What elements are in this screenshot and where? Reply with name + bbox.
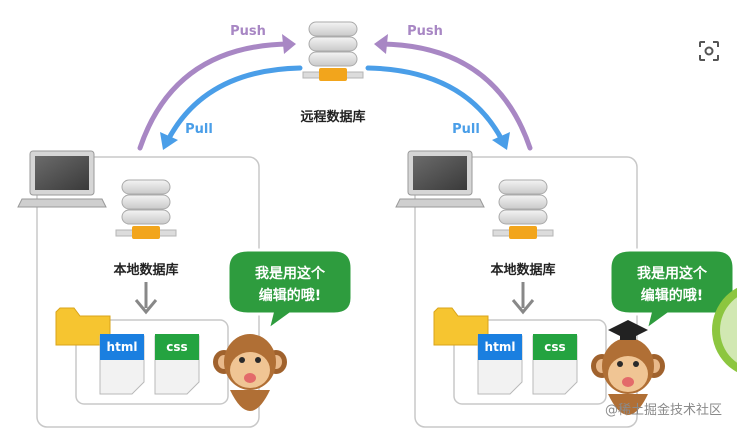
- push-arrow-left: [137, 34, 296, 151]
- left-bubble-line2: 编辑的哦!: [259, 287, 321, 304]
- pull-label-right: Pull: [452, 122, 480, 137]
- left-monkey-mascot-icon: [213, 334, 287, 411]
- right-monkey-mascot-icon: [591, 320, 665, 415]
- right-folder-icon: [433, 307, 489, 346]
- right-down-arrow-icon: [511, 282, 535, 315]
- pull-label-left: Pull: [185, 122, 213, 137]
- left-css-file-label: css: [166, 340, 187, 354]
- left-laptop-icon: [17, 150, 107, 208]
- left-folder-icon: [55, 307, 111, 346]
- scan-icon[interactable]: [696, 38, 722, 64]
- left-local-database-icon: [115, 179, 177, 240]
- remote-repo-label: 远程数据库: [300, 109, 365, 125]
- right-local-repo-label: 本地数据库: [490, 262, 555, 278]
- left-speech-bubble: [226, 248, 354, 334]
- right-bubble-line2: 编辑的哦!: [641, 287, 703, 304]
- push-label-left: Push: [230, 24, 266, 39]
- push-label-right: Push: [407, 24, 443, 39]
- right-html-file-label: html: [485, 340, 516, 354]
- left-local-repo-label: 本地数据库: [113, 262, 178, 278]
- right-laptop-icon: [395, 150, 485, 208]
- left-bubble-line1: 我是用这个: [255, 265, 326, 282]
- left-down-arrow-icon: [134, 282, 158, 315]
- right-html-file-icon: [477, 334, 523, 395]
- watermark: @稀土掘金技术社区: [605, 402, 722, 418]
- green-circle-decoration: [712, 287, 737, 373]
- pull-arrow-left: [160, 65, 303, 150]
- right-bubble-line1: 我是用这个: [637, 265, 708, 282]
- right-local-database-icon: [492, 179, 554, 240]
- left-css-file-icon: [154, 334, 200, 395]
- left-html-file-icon: [99, 334, 145, 395]
- pull-arrow-right: [365, 65, 510, 150]
- push-arrow-right: [374, 34, 533, 151]
- left-html-file-label: html: [107, 340, 138, 354]
- right-css-file-label: css: [544, 340, 565, 354]
- remote-database-icon: [302, 21, 364, 82]
- right-css-file-icon: [532, 334, 578, 395]
